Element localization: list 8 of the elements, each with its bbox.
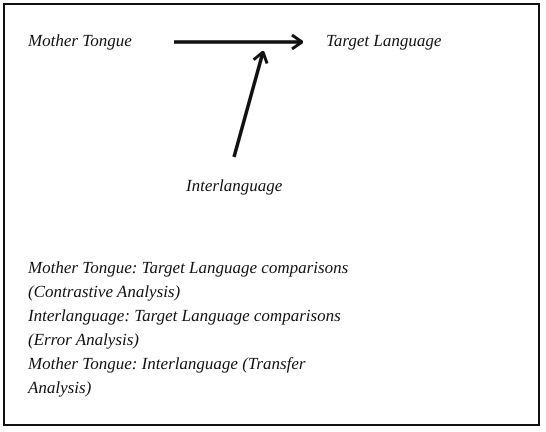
arrow [232, 50, 269, 158]
concept-label: Target Language [326, 30, 442, 52]
concept-label: Interlanguage [186, 175, 282, 197]
note-text: Mother Tongue: Interlanguage (Transfer Analysis) [28, 353, 307, 399]
note-text: Mother Tongue: Target Language comparisons (Contrastive Analysis) [28, 257, 350, 303]
arrow [174, 34, 304, 50]
concept-label: Mother Tongue [28, 30, 132, 52]
note-text: Interlanguage: Target Language comparisons (Error Analysis) [28, 305, 342, 351]
